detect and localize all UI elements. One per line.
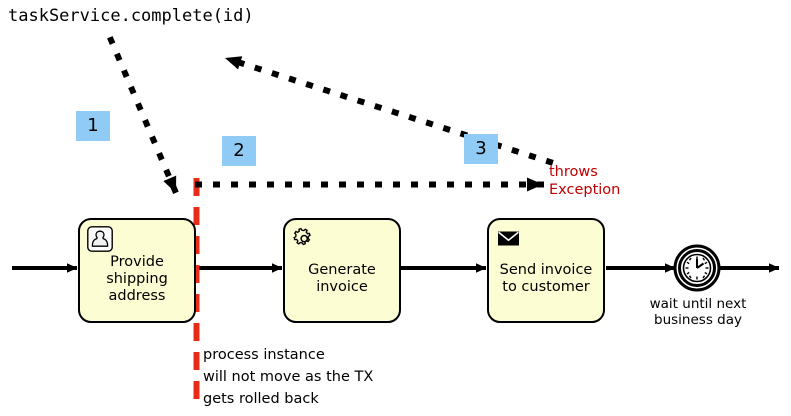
task-label: Provide shipping address [106,254,168,304]
step-badge-2: 2 [222,136,256,166]
step-badge-3: 3 [464,134,498,164]
timer-event-label: wait until next business day [649,296,747,328]
dotted-arrow-3 [221,54,554,166]
task-label: Generate invoice [308,262,376,295]
task-label: Send invoice to customer [499,262,593,295]
dotted-arrow-1 [107,36,180,197]
task-send-invoice-to-customer[interactable]: Send invoice to customer [487,218,605,323]
task-generate-invoice[interactable]: Generate invoice [283,218,401,323]
code-call-label: taskService.complete(id) [8,6,254,26]
rollback-annotation: process instance will not move as the TX… [203,347,374,407]
envelope-icon [498,231,519,246]
step-badge-1: 1 [76,111,110,141]
throws-exception-label: throws Exception [549,164,621,198]
timer-event [673,244,721,292]
task-provide-shipping-address[interactable]: Provide shipping address [78,218,196,323]
gear-icon [293,227,311,246]
user-icon [87,226,113,252]
